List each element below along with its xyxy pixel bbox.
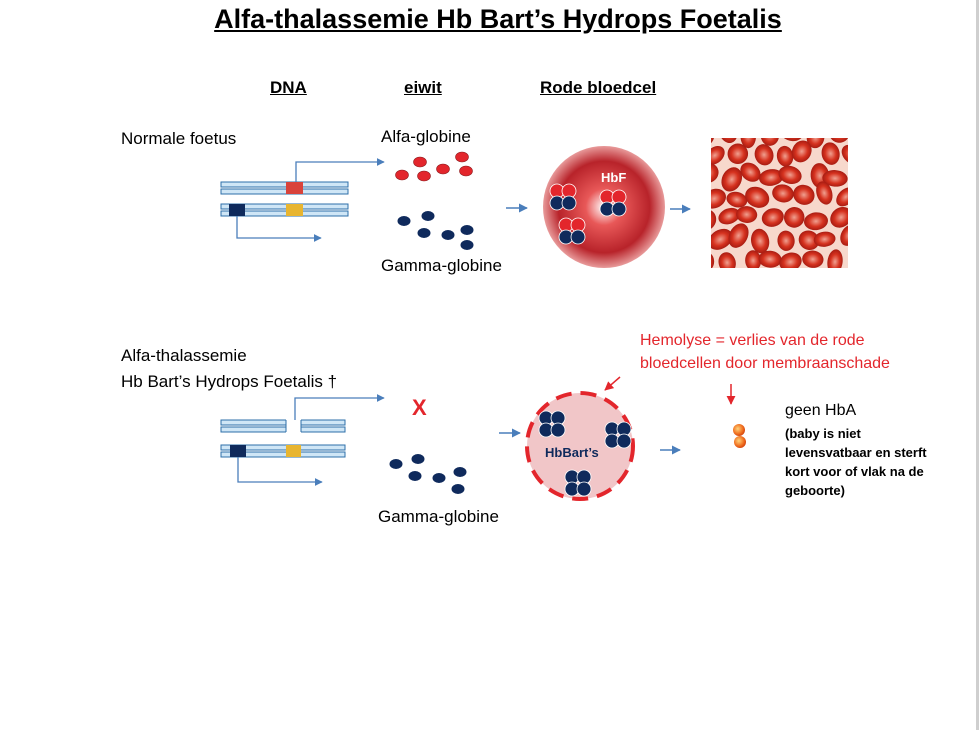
blood-cell [821,142,840,165]
blood-cell [711,188,726,209]
blood-cell [721,167,743,192]
blood-cell [791,140,812,163]
blood-cell [736,206,758,223]
normal-gamma-gene [220,203,349,217]
thal-alpha-gene-deleted [220,419,346,433]
blood-cell [813,231,836,247]
blood-cell [783,207,805,228]
thalassemia-label: Alfa-thalassemie [121,346,247,365]
gamma-globin-label: Gamma-globine [381,256,502,275]
blood-cell [740,138,757,149]
column-header-eiwit: eiwit [404,78,442,97]
blood-cell [758,250,782,268]
blood-cell [779,252,802,268]
prognosis-note: (baby is niet levensvatbaar en sterft ko… [785,426,927,498]
window-edge [976,0,979,730]
hbbarts-molecule [564,469,592,497]
alpha-globin-label: Alfa-globine [381,127,471,146]
blood-cell [777,230,795,251]
blood-cell [793,184,815,205]
blood-cell [727,143,749,165]
hbf-molecule [599,189,627,217]
thal-gamma-expression-arrow [237,457,323,486]
hemolyzed-cell-fragment [733,424,746,448]
blood-cell [822,170,848,187]
blood-cell [745,250,762,268]
thal-alpha-expression-arrow [294,394,385,420]
gamma-globin-label-thal: Gamma-globine [378,507,499,526]
hbf-label: HbF [601,170,626,185]
column-header-dna: DNA [270,78,307,97]
blood-cell [711,145,725,165]
blood-cell [776,145,794,167]
normal-alpha-chains [395,151,473,182]
hbbarts-molecule [604,421,632,449]
blood-cell [759,169,784,186]
blood-cell [726,191,748,208]
blood-cell [803,212,828,231]
blood-cell [830,206,848,228]
blood-cell [745,186,770,208]
blood-cell [728,223,749,248]
blood-cell [761,208,784,227]
blood-cell [827,249,843,268]
blood-cell [751,228,770,254]
no-hba-label: geen HbA [785,402,857,419]
thal-gamma-gene [220,444,346,458]
blood-cell [718,252,736,268]
normal-alpha-expression-arrow [295,158,385,182]
hbf-molecule [549,183,577,211]
hemolysis-pointer-cell [604,376,621,391]
blood-cell [711,163,719,184]
hemolysis-label-line2: bloedcellen door membraanschade [640,355,890,372]
blood-cell [841,144,848,165]
normal-gamma-expression-arrow [236,216,322,242]
column-header-rode-bloedcel: Rode bloedcel [540,78,657,97]
blood-cell [802,250,824,268]
page-title: Alfa-thalassemie Hb Bart’s Hydrops Foeta… [214,4,782,34]
normal-gamma-chains [397,211,474,250]
hbbarts-label: HbBart’s [545,445,599,460]
missing-alpha-mark: X [412,395,427,420]
blood-cell [806,138,825,149]
blood-cell [836,187,848,207]
hydrops-label: Hb Bart’s Hydrops Foetalis † [121,372,338,391]
blood-cell [754,144,774,166]
blood-cell [772,184,794,203]
thal-gamma-chains [389,454,467,494]
blood-cell [840,224,848,246]
blood-cell [740,162,761,182]
normal-foetus-label: Normale foetus [121,129,237,148]
blood-cell [711,228,733,250]
blood-cell [778,165,802,184]
blood-cell [816,181,833,205]
red-blood-cells-photo [711,138,848,268]
blood-cell [760,138,780,146]
blood-cell [718,207,740,225]
normal-alpha-gene [220,181,349,195]
hemolysis-label-line1: Hemolyse = verlies van de rode [640,332,865,349]
hbbarts-molecule [538,410,566,438]
blood-cell [798,230,820,251]
hbf-molecule [558,217,586,245]
